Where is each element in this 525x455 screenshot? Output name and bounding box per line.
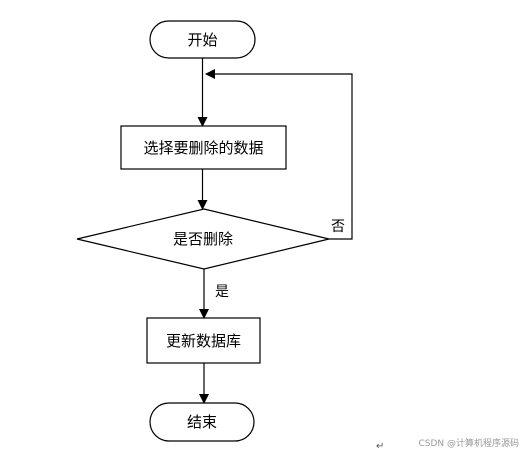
decision-label: 是否删除 <box>173 230 233 248</box>
update-database-node: 更新数据库 <box>146 317 261 364</box>
yes-edge-label: 是 <box>215 284 229 300</box>
decision-node: 是否删除 <box>76 208 330 270</box>
watermark-text: CSDN @计算机程序源码 <box>418 437 519 449</box>
no-edge-label: 否 <box>331 219 345 235</box>
paragraph-mark: ↵ <box>376 441 384 452</box>
select-data-node: 选择要删除的数据 <box>120 125 287 170</box>
end-node: 结束 <box>149 402 255 442</box>
update-database-label: 更新数据库 <box>166 332 241 350</box>
start-node: 开始 <box>149 20 256 59</box>
select-data-label: 选择要删除的数据 <box>143 139 263 157</box>
end-node-label: 结束 <box>187 413 217 431</box>
arrow-no-loop-back <box>205 69 353 240</box>
start-node-label: 开始 <box>187 31 217 49</box>
